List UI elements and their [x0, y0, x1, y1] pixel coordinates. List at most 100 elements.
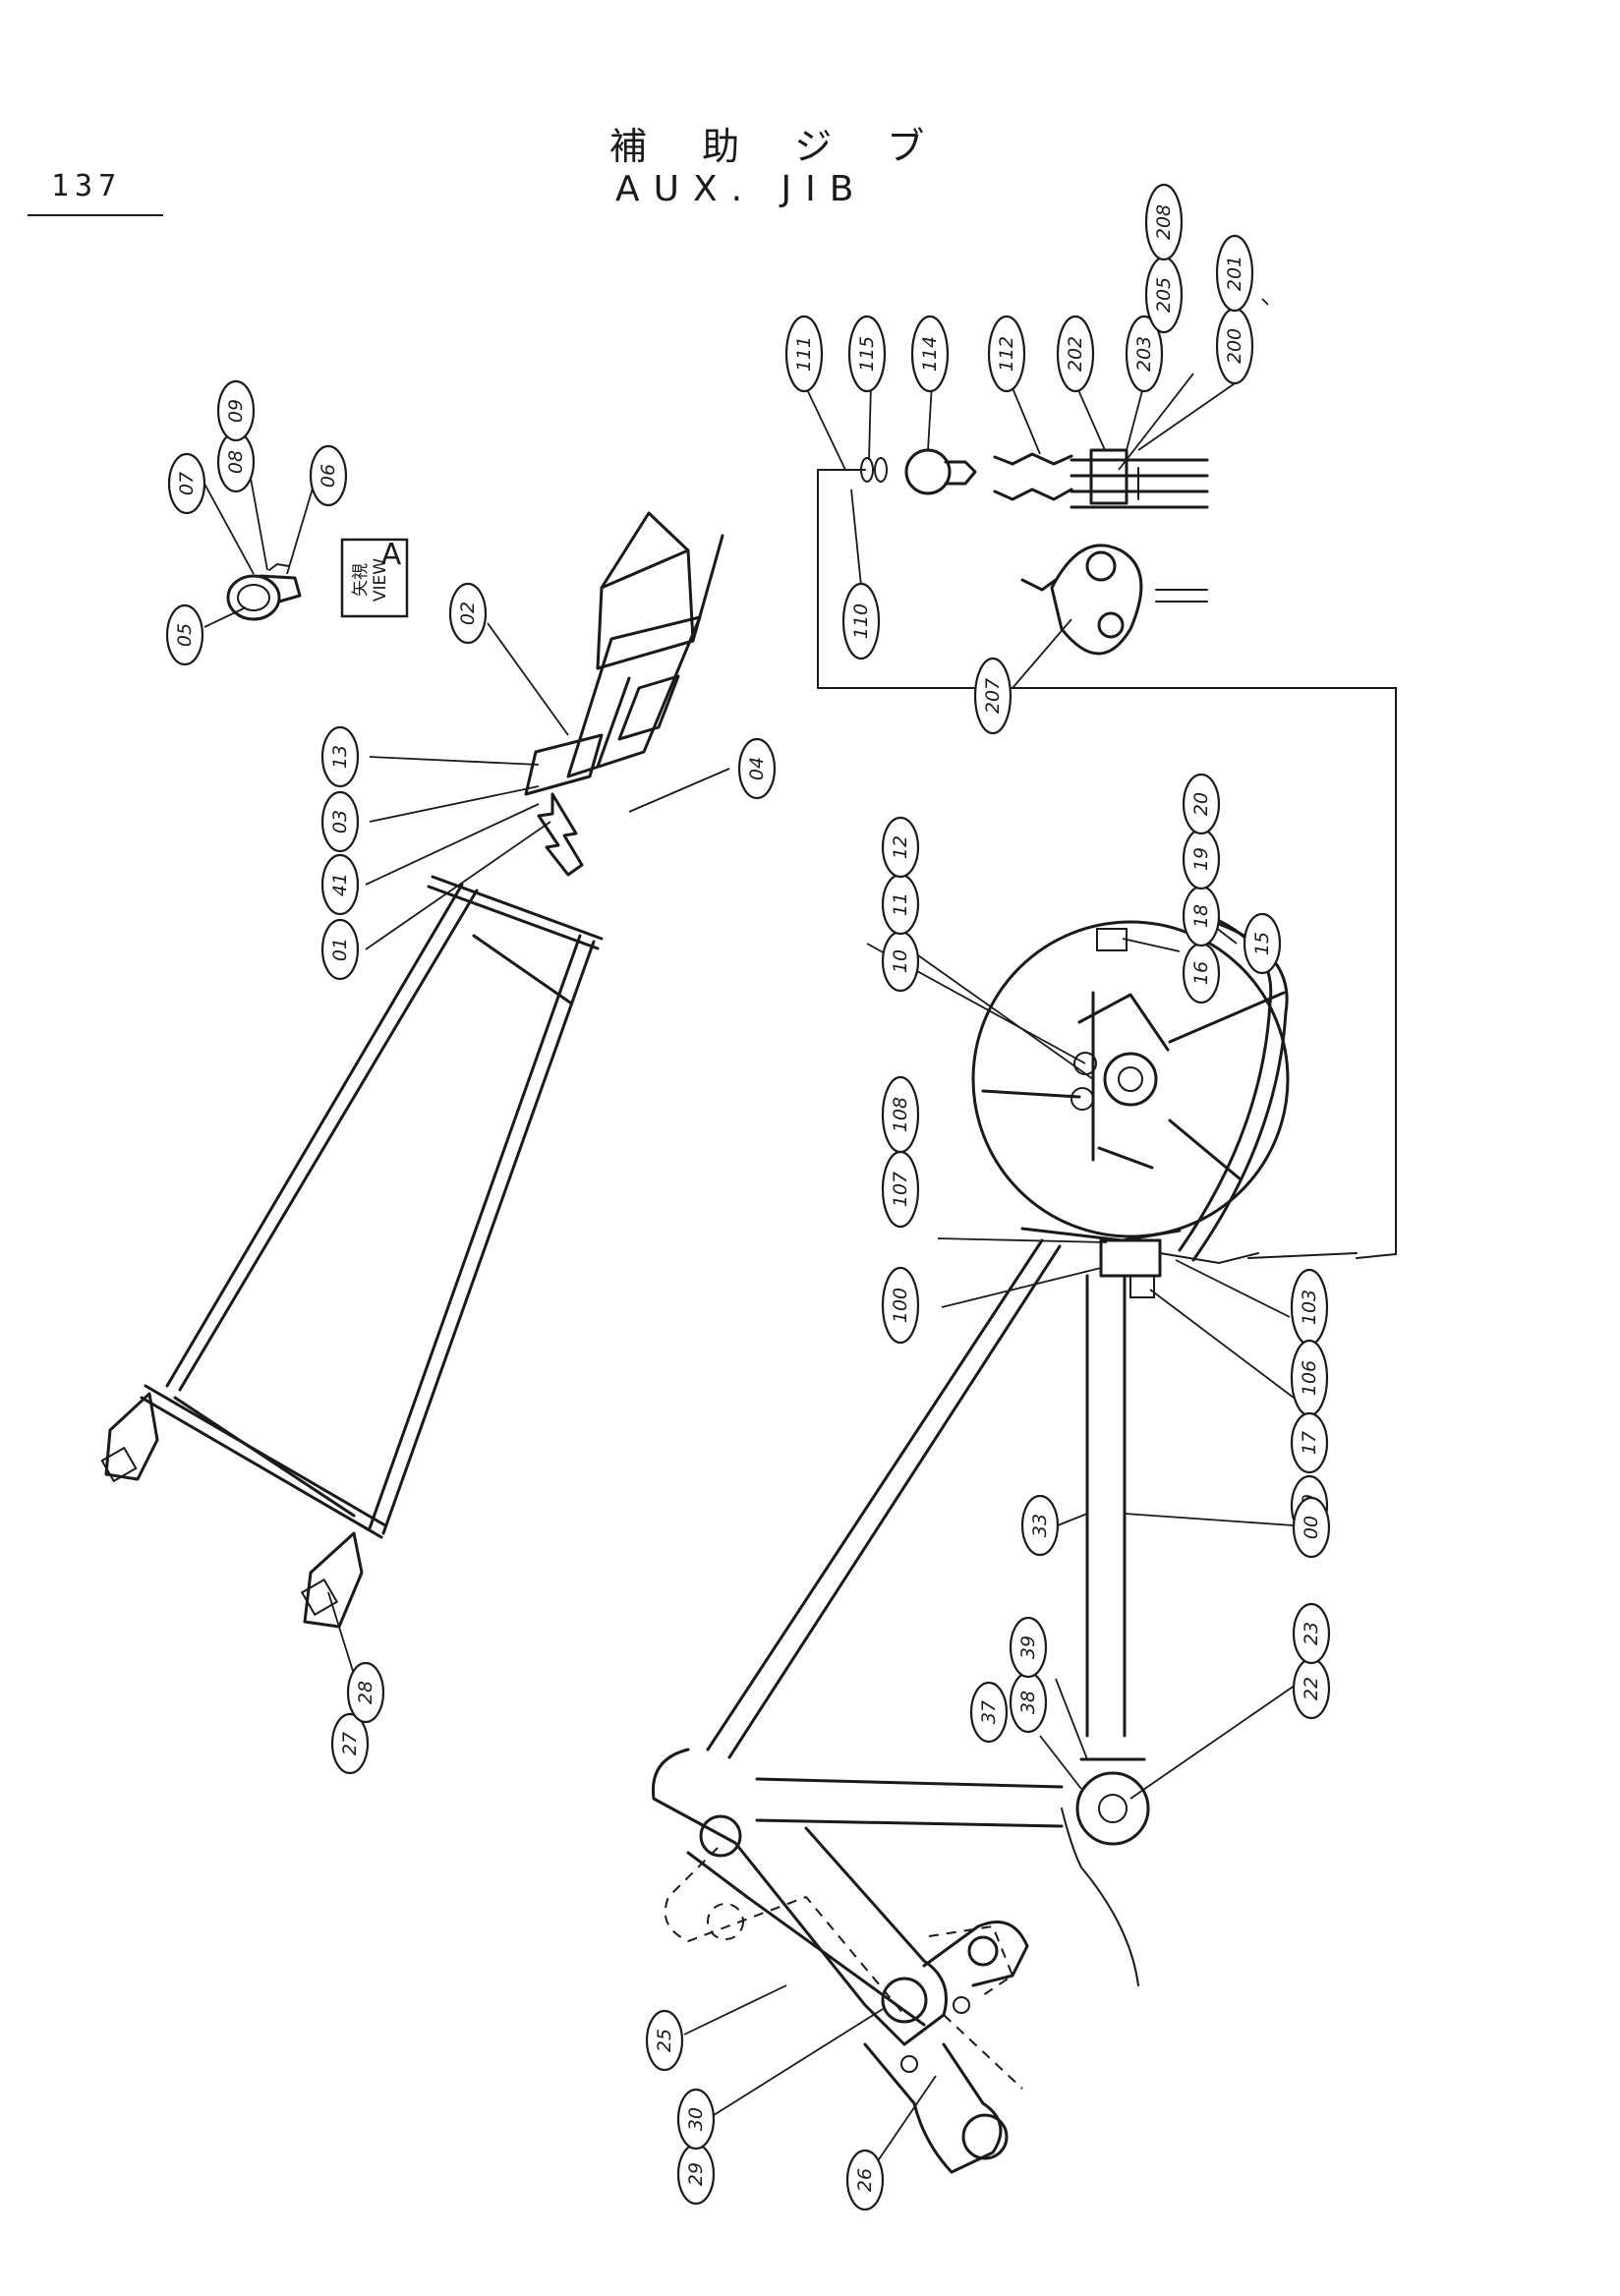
- svg-text:38: 38: [1017, 1691, 1039, 1714]
- svg-text:115: 115: [856, 336, 878, 372]
- svg-text:10: 10: [890, 949, 911, 973]
- view-label-jp: 矢視: [351, 563, 371, 597]
- balloon-27: 27: [330, 1712, 370, 1775]
- svg-text:28: 28: [355, 1681, 376, 1704]
- svg-text:26: 26: [854, 2168, 876, 2192]
- title-english: AUX. JIB: [615, 169, 868, 209]
- hook-chain-detail: [817, 448, 1209, 656]
- view-a-pin-detail: [226, 562, 302, 621]
- balloon-208: 208: [1144, 183, 1184, 261]
- balloon-13: 13: [320, 725, 360, 788]
- view-label-letter: A: [381, 538, 402, 572]
- balloon-203: 203: [1125, 315, 1164, 393]
- balloon-114: 114: [910, 315, 950, 393]
- svg-text:05: 05: [174, 623, 196, 647]
- svg-text:22: 22: [1301, 1677, 1322, 1700]
- balloon-201: 201: [1215, 234, 1254, 313]
- svg-text:08: 08: [225, 450, 247, 474]
- svg-text:30: 30: [685, 2107, 707, 2131]
- svg-text:18: 18: [1190, 904, 1212, 928]
- svg-text:27: 27: [339, 1732, 361, 1755]
- svg-text:25: 25: [654, 2029, 675, 2052]
- balloon-15: 15: [1243, 912, 1282, 975]
- svg-text:16: 16: [1190, 961, 1212, 985]
- svg-text:00: 00: [1301, 1516, 1322, 1539]
- svg-text:110: 110: [850, 603, 872, 639]
- svg-text:13: 13: [329, 745, 351, 769]
- control-cable: [817, 469, 1397, 1255]
- svg-text:04: 04: [746, 757, 768, 780]
- balloon-17: 17: [1290, 1411, 1329, 1474]
- svg-text:41: 41: [329, 873, 351, 896]
- balloon-107: 107: [881, 1150, 920, 1229]
- balloon-22: 22: [1292, 1657, 1331, 1720]
- balloon-202: 202: [1056, 315, 1095, 393]
- balloon-41: 41: [320, 853, 360, 916]
- svg-text:15: 15: [1251, 932, 1273, 955]
- balloon-19: 19: [1182, 828, 1221, 890]
- balloon-23: 23: [1292, 1602, 1331, 1665]
- balloon-25: 25: [645, 2009, 684, 2072]
- balloon-04: 04: [737, 737, 777, 800]
- balloon-10: 10: [881, 930, 920, 993]
- svg-text:201: 201: [1224, 256, 1245, 291]
- balloon-38: 38: [1009, 1671, 1048, 1734]
- balloon-09: 09: [216, 379, 256, 442]
- leader-lines: [203, 298, 1302, 2163]
- balloon-28: 28: [346, 1661, 385, 1724]
- balloon-07: 07: [167, 452, 206, 515]
- svg-text:06: 06: [318, 464, 339, 488]
- svg-text:01: 01: [329, 938, 351, 961]
- balloon-29: 29: [676, 2143, 716, 2206]
- svg-text:09: 09: [225, 399, 247, 423]
- svg-text:112: 112: [996, 336, 1017, 372]
- svg-text:07: 07: [176, 472, 198, 495]
- svg-text:108: 108: [890, 1097, 911, 1132]
- view-a-label: 矢視 VIEW A: [340, 538, 409, 618]
- svg-text:111: 111: [793, 336, 815, 372]
- balloon-05: 05: [165, 603, 204, 666]
- svg-text:207: 207: [982, 678, 1004, 714]
- balloon-33: 33: [1020, 1494, 1060, 1557]
- svg-text:33: 33: [1029, 1514, 1051, 1537]
- view-label-en: VIEW: [371, 558, 390, 602]
- balloon-16: 16: [1182, 942, 1221, 1004]
- balloon-26: 26: [845, 2149, 885, 2211]
- balloon-20: 20: [1182, 773, 1221, 835]
- svg-text:100: 100: [890, 1288, 911, 1323]
- balloon-106: 106: [1290, 1339, 1329, 1417]
- balloon-01: 01: [320, 918, 360, 981]
- svg-text:03: 03: [329, 810, 351, 833]
- svg-text:12: 12: [890, 835, 911, 859]
- balloon-30: 30: [676, 2088, 716, 2151]
- balloon-111: 111: [784, 315, 824, 393]
- jib-lattice: [100, 511, 724, 1629]
- title-japanese: 補 助 ジ ブ: [609, 125, 947, 168]
- svg-text:107: 107: [890, 1172, 911, 1207]
- svg-text:19: 19: [1190, 847, 1212, 871]
- balloon-37: 37: [969, 1681, 1009, 1744]
- balloon-200: 200: [1215, 307, 1254, 385]
- svg-text:106: 106: [1299, 1360, 1320, 1396]
- svg-text:11: 11: [890, 892, 911, 916]
- svg-text:202: 202: [1065, 336, 1086, 372]
- svg-text:02: 02: [457, 602, 479, 625]
- svg-text:39: 39: [1017, 1636, 1039, 1659]
- page-number: 137: [51, 169, 123, 203]
- balloon-205: 205: [1144, 256, 1184, 334]
- balloon-100: 100: [881, 1266, 920, 1345]
- balloon-06: 06: [309, 444, 348, 507]
- balloon-18: 18: [1182, 885, 1221, 947]
- svg-text:203: 203: [1133, 336, 1155, 372]
- balloon-112: 112: [987, 315, 1026, 393]
- balloon-103: 103: [1290, 1268, 1329, 1347]
- page-number-underline: [28, 214, 163, 216]
- balloon-00: 00: [1292, 1496, 1331, 1559]
- balloon-115: 115: [847, 315, 887, 393]
- svg-text:17: 17: [1299, 1431, 1320, 1455]
- svg-text:114: 114: [919, 336, 941, 372]
- svg-text:29: 29: [685, 2162, 707, 2186]
- svg-text:23: 23: [1301, 1622, 1322, 1645]
- svg-text:205: 205: [1153, 277, 1175, 313]
